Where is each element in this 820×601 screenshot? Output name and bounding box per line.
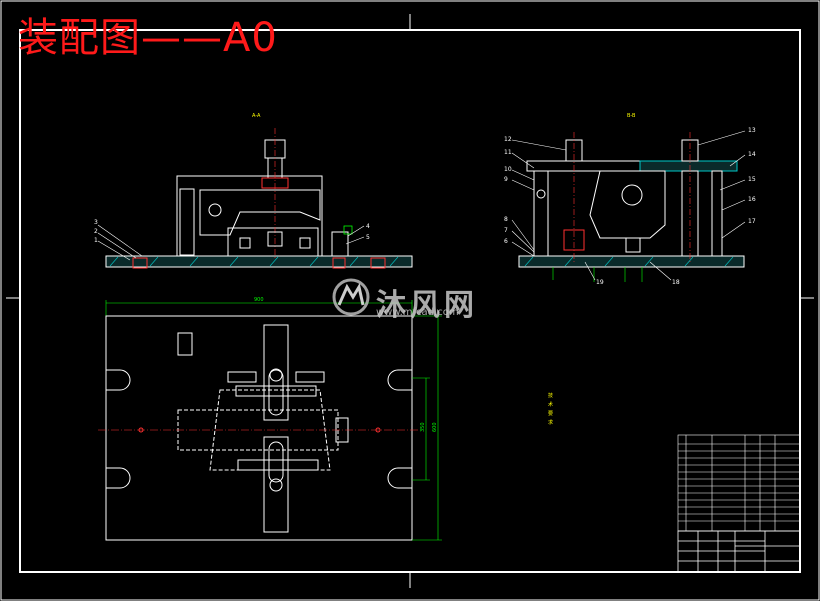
callout-b-6: 6 — [504, 238, 508, 245]
callout-a-4: 4 — [366, 223, 370, 230]
callout-b-17: 17 — [748, 218, 756, 225]
watermark-logo — [332, 278, 370, 316]
section-b-label: B-B — [627, 113, 636, 119]
callout-b-7: 7 — [504, 227, 508, 234]
drawing-title: 装配图——A0 — [18, 15, 278, 61]
parts-list — [677, 434, 801, 532]
callout-b-9: 9 — [504, 176, 508, 183]
callout-b-12: 12 — [504, 136, 512, 143]
callout-b-18: 18 — [672, 279, 680, 286]
callout-b-11: 11 — [504, 149, 512, 156]
title-block — [677, 530, 801, 573]
top-view: 900 — [98, 297, 442, 541]
callout-b-14: 14 — [748, 151, 756, 158]
technical-requirements-title: 技术要求 — [548, 393, 554, 426]
callout-b-10: 10 — [504, 166, 512, 173]
callout-a-5: 5 — [366, 234, 370, 241]
watermark-url: www.mfcad.com — [376, 307, 459, 318]
top-height-dim-inner: 350 — [420, 422, 426, 432]
callout-b-13: 13 — [748, 127, 756, 134]
callout-b-15: 15 — [748, 176, 756, 183]
callout-a-3: 3 — [94, 219, 98, 226]
watermark-text: 沐风网 — [376, 288, 478, 323]
section-a-label: A-A — [252, 113, 261, 119]
section-b-view: B-B — [511, 113, 746, 282]
callout-b-19: 19 — [596, 279, 604, 286]
callout-b-8: 8 — [504, 216, 508, 223]
centering-marks — [6, 14, 814, 588]
callout-b-16: 16 — [748, 196, 756, 203]
top-height-dim-outer: 600 — [432, 422, 438, 432]
top-width-dim: 900 — [254, 297, 264, 303]
callout-a-1: 1 — [94, 237, 98, 244]
section-a-view: A-A — [97, 113, 413, 269]
callout-a-2: 2 — [94, 228, 98, 235]
